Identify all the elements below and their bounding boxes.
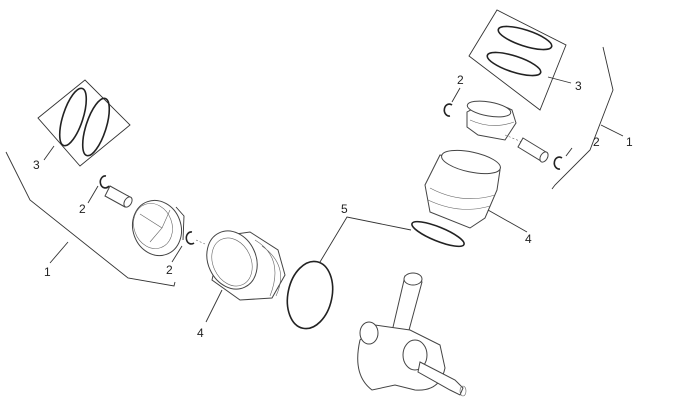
piston-pin-icon [517,137,549,163]
piston-ring-icon [486,51,542,77]
callout-left-clip-upper: 2 [79,202,86,216]
right-ring-box [468,9,567,111]
piston-ring-icon [58,87,88,147]
crankshaft-icon [357,272,467,397]
piston-ring-icon [81,97,111,157]
callout-left-kit: 1 [44,265,51,279]
piston-pin-icon [104,185,133,208]
left-piston-icon [131,199,185,257]
right-piston-icon [466,100,517,141]
callout-left-cylinder: 4 [197,326,204,340]
circlip-icon [443,103,453,117]
callout-left-rings: 3 [33,158,40,172]
circlip-icon [99,175,110,189]
right-kit-bracket [551,46,614,190]
callout-right-clip-upper: 2 [457,73,464,87]
circlip-icon [185,231,195,245]
left-cylinder-icon [206,230,286,301]
left-ring-box [37,79,131,167]
right-cylinder-icon [424,149,501,229]
callout-left-clip-lower: 2 [166,263,173,277]
callout-right-clip-lower: 2 [593,135,600,149]
callout-right-kit: 1 [626,135,633,149]
callout-right-cylinder: 4 [525,232,532,246]
left-kit-bracket [5,151,176,287]
piston-ring-icon [497,25,553,51]
callout-gasket: 5 [341,202,348,216]
small-o-ring-icon [411,220,465,248]
callout-right-rings: 3 [575,79,582,93]
circlip-icon [553,156,563,170]
large-o-ring-icon [286,260,334,330]
